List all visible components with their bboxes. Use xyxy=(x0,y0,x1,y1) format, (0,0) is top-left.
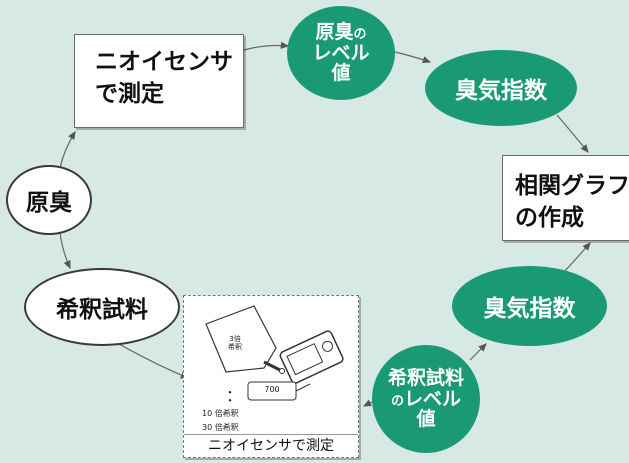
diluted-level-line1: 希釈試料 xyxy=(387,367,464,390)
bag-label-line1: 3倍 xyxy=(229,335,241,343)
sensor-device xyxy=(279,330,344,384)
odor-index-bottom-node: 臭気指数 xyxy=(452,266,607,346)
diluted-level-line2: レベル xyxy=(403,387,461,410)
bag-label: 3倍 希釈 xyxy=(228,335,242,351)
dilution-30-label: 30 倍希釈 xyxy=(202,423,239,432)
correlation-line2: の作成 xyxy=(515,205,584,232)
sample-bag-shape xyxy=(205,305,277,373)
display-value: 700 xyxy=(264,385,280,394)
arrow-raw-to-diluted xyxy=(59,231,71,270)
raw-level-line3: 値 xyxy=(331,62,351,85)
diluted-level-line3: 値 xyxy=(416,408,436,431)
odor-index-bottom-label: 臭気指数 xyxy=(483,296,576,322)
arrow-dilevel-to-index xyxy=(469,343,487,361)
odor-index-top-node: 臭気指数 xyxy=(425,50,577,126)
arrow-raw-to-sensor xyxy=(59,130,76,169)
diluted-sample-node: 希釈試料 xyxy=(24,268,180,346)
raw-level-node: 原臭の レベル 値 xyxy=(287,6,395,100)
sensor-measure-bottom-caption: ニオイセンサで測定 xyxy=(184,434,358,455)
sensor-illustration xyxy=(205,305,344,401)
raw-odor-label: 原臭 xyxy=(26,190,72,216)
odor-index-top-label: 臭気指数 xyxy=(455,78,547,104)
sensor-measure-bottom-box: 3倍 希釈 700 ： 10 倍希釈 30 倍希釈 ニオイセンサで測定 xyxy=(183,295,359,458)
raw-level-line1: 原臭 xyxy=(315,21,354,44)
arrow-index-to-correlation-bottom xyxy=(563,242,591,273)
sensor-measure-box: ニオイセンサ で測定 xyxy=(74,34,244,128)
diluted-level-particle: の xyxy=(390,393,404,409)
correlation-line1: 相関グラフ xyxy=(515,173,629,199)
continuation-dots: ： xyxy=(226,386,243,405)
sample-tube xyxy=(263,360,281,372)
diluted-level-node: 希釈試料 のレベル 値 xyxy=(372,345,480,453)
arrow-index-to-correlation xyxy=(556,114,589,153)
bag-label-line2: 希釈 xyxy=(228,342,242,351)
diluted-sample-label: 希釈試料 xyxy=(56,297,148,323)
sensor-measure-line1: ニオイセンサ xyxy=(95,49,233,75)
sensor-measure-line2: で測定 xyxy=(95,80,164,107)
arrow-sensor-to-level xyxy=(243,41,290,51)
correlation-graph-box: 相関グラフ の作成 xyxy=(502,155,629,241)
raw-level-particle: の xyxy=(353,27,367,43)
arrow-level-to-index xyxy=(394,51,432,64)
dilution-10-label: 10 倍希釈 xyxy=(202,409,239,418)
raw-odor-node: 原臭 xyxy=(6,165,92,235)
arrow-diluted-to-sensor xyxy=(111,339,190,379)
raw-level-line2: レベル xyxy=(312,41,370,64)
